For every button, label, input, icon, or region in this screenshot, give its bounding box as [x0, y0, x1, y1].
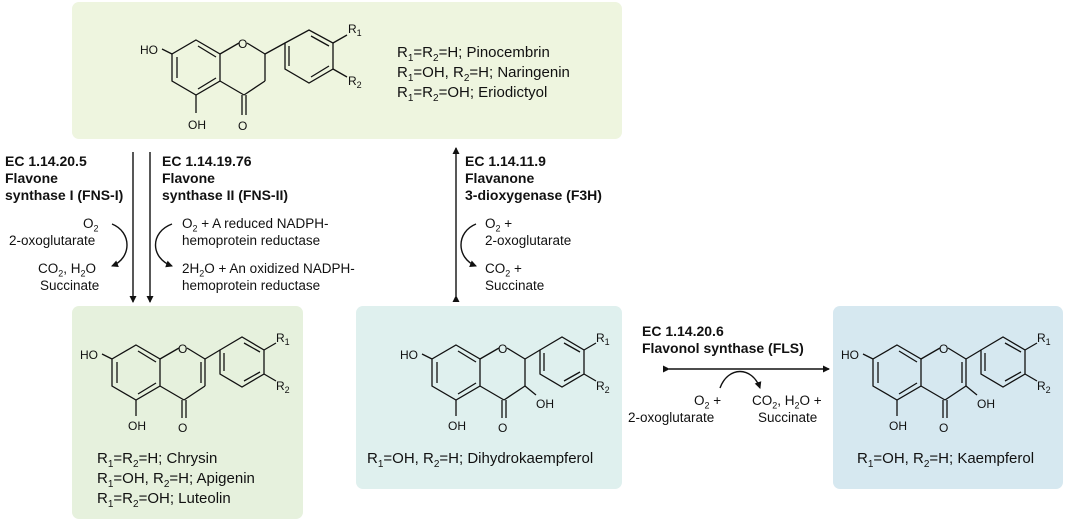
kaempferol-r1: R1	[1037, 331, 1051, 347]
kaempferol-ring-o: O	[939, 342, 948, 356]
kaempferol-3-oh: OH	[977, 397, 995, 411]
flavone-ring-o: O	[178, 342, 187, 356]
kaempferol-5-oh: OH	[889, 419, 907, 433]
dihydrokaempferol-label: R1=OH, R2=H; Dihydrokaempferol	[367, 450, 594, 470]
dihydro-5-oh: OH	[448, 419, 466, 433]
f3h-name1: Flavanone	[465, 170, 535, 186]
fls-in1: O2 +	[694, 393, 722, 411]
flavone-r1: R1	[276, 331, 290, 347]
f3h-name2: 3-dioxygenase (F3H)	[465, 187, 602, 203]
fns2-out1: 2H2O + An oxidized NADPH-	[182, 261, 355, 279]
f3h-ec: EC 1.14.11.9	[465, 153, 546, 169]
flavone-carbonyl-o: O	[178, 421, 187, 435]
flavanone-r1: R1	[348, 22, 362, 38]
fns1-name1: Flavone	[5, 170, 58, 186]
fns2-curve	[155, 223, 173, 268]
fns1-ec: EC 1.14.20.5	[5, 153, 87, 169]
flavanone-7-oh: HO	[140, 43, 158, 57]
fns1-curve	[111, 223, 128, 268]
fls-curve	[719, 371, 762, 389]
fns1-in1: O2	[83, 216, 99, 234]
fls-out2: Succinate	[758, 410, 818, 425]
f3h-in1: O2 +	[485, 216, 513, 234]
kaempferol-r2: R2	[1037, 379, 1051, 395]
flavone-structure: HO O O OH R1 R2	[80, 331, 290, 435]
flavanone-carbonyl-o: O	[238, 119, 247, 133]
kaempferol-label: R1=OH, R2=H; Kaempferol	[857, 450, 1035, 470]
kaempferol-structure: HO O O OH OH R1 R2	[841, 331, 1051, 435]
kaempferol-7-oh: HO	[841, 348, 859, 362]
flavone-5-oh: OH	[128, 419, 146, 433]
dihydro-7-oh: HO	[400, 348, 418, 362]
flavone-r2: R2	[276, 379, 290, 395]
fns1-out1: CO2, H2O	[38, 261, 97, 279]
fns2-name1: Flavone	[162, 170, 215, 186]
flavone-apigenin: R1=OH, R2=H; Apigenin	[97, 470, 255, 490]
fns2-out2: hemoprotein reductase	[182, 278, 321, 293]
dihydrokaempferol-structure: HO O O OH OH R1 R2	[400, 331, 610, 435]
dihydro-3-oh: OH	[536, 397, 554, 411]
flavone-luteolin: R1=R2=OH; Luteolin	[97, 490, 231, 510]
flavanone-ring-o: O	[238, 37, 247, 51]
dihydro-carbonyl-o: O	[498, 421, 507, 435]
fls-out1: CO2, H2O +	[752, 393, 822, 411]
flavanone-r2: R2	[348, 74, 362, 90]
dihydro-r2: R2	[596, 379, 610, 395]
f3h-out2: Succinate	[485, 278, 545, 293]
flavanone-eriodictyol: R1=R2=OH; Eriodictyol	[397, 84, 548, 104]
fns2-in1: O2 + A reduced NADPH-	[182, 216, 329, 234]
dihydro-ring-o: O	[498, 342, 507, 356]
fns1-name2: synthase I (FNS-I)	[5, 187, 124, 203]
flavone-chrysin: R1=R2=H; Chrysin	[97, 450, 218, 470]
fns2-name2: synthase II (FNS-II)	[162, 187, 289, 203]
flavanone-structure: HO O O OH R1 R2	[140, 22, 362, 133]
flavone-7-oh: HO	[80, 348, 98, 362]
fns1-out2: Succinate	[40, 278, 100, 293]
flavanone-pinocembrin: R1=R2=H; Pinocembrin	[397, 44, 550, 64]
fns2-in2: hemoprotein reductase	[182, 233, 321, 248]
fls-name: Flavonol synthase (FLS)	[642, 340, 804, 356]
dihydro-r1: R1	[596, 331, 610, 347]
f3h-in2: 2-oxoglutarate	[485, 233, 572, 248]
flavanone-box	[72, 2, 622, 139]
fns1-in2: 2-oxoglutarate	[9, 233, 96, 248]
flavanone-naringenin: R1=OH, R2=H; Naringenin	[397, 64, 570, 84]
f3h-curve	[460, 223, 477, 268]
dihydrokaempferol-box	[356, 306, 622, 489]
flavone-box	[72, 306, 303, 519]
kaempferol-carbonyl-o: O	[939, 421, 948, 435]
fns2-ec: EC 1.14.19.76	[162, 153, 252, 169]
f3h-out1: CO2 +	[485, 261, 522, 279]
flavanone-5-oh: OH	[188, 118, 206, 132]
fls-ec: EC 1.14.20.6	[642, 323, 724, 339]
fls-in2: 2-oxoglutarate	[628, 410, 715, 425]
